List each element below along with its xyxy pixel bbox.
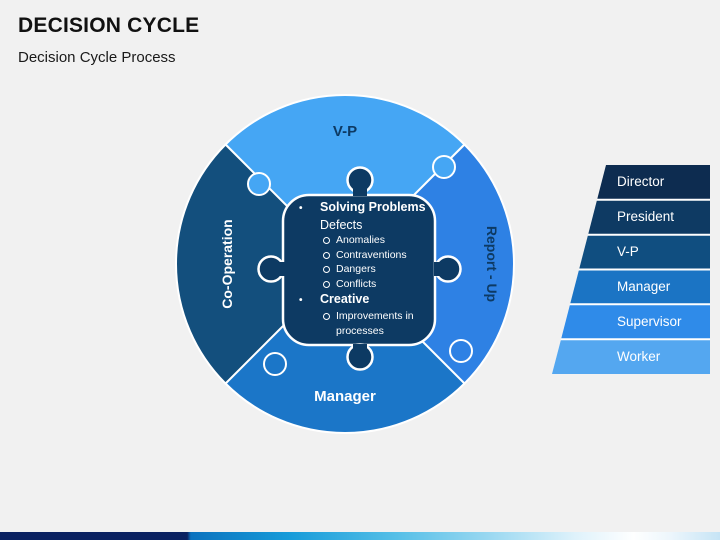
heading-solving-problems: Solving Problems: [320, 200, 426, 214]
circle-marker: [323, 251, 330, 259]
pyramid-level-manager: [570, 270, 710, 304]
pyramid-label-president: President: [617, 209, 675, 224]
puzzle-tab-top-right: [432, 155, 456, 179]
pyramid-label-director: Director: [617, 174, 665, 189]
list-item: Improvements in processes: [323, 309, 428, 338]
list-item: Dangers: [323, 262, 428, 277]
pyramid-level-worker: [552, 340, 710, 374]
pyramid-label-vp: V-P: [617, 244, 639, 259]
quadrant-label-manager: Manager: [314, 388, 376, 405]
pyramid-level-supervisor: [561, 305, 710, 339]
pyramid-label-supervisor: Supervisor: [617, 314, 682, 329]
quadrant-label-vp: V-P: [332, 123, 358, 140]
list-item-label: Dangers: [336, 263, 376, 275]
bullet-marker: •: [299, 203, 303, 214]
quadrant-bottom: [224, 263, 466, 434]
puzzle-center-piece: [257, 166, 462, 371]
heading-creative: Creative: [320, 292, 370, 306]
circle-marker: [323, 313, 330, 320]
quadrant-label-report-up: Report - Up: [484, 225, 500, 303]
list-item: Contraventions: [323, 248, 428, 263]
quadrant-top: [224, 94, 466, 265]
subheading-defects: Defects: [320, 218, 363, 232]
footer-gradient-bar: [0, 532, 720, 540]
list-item-label: Contraventions: [336, 248, 407, 261]
puzzle-tab-top-left: [247, 172, 271, 196]
list-item: Anomalies: [323, 233, 428, 248]
pyramid-level-director: [597, 165, 710, 199]
list-item-label: Improvements in processes: [336, 310, 414, 337]
pyramid-label-manager: Manager: [617, 279, 671, 294]
circle-marker: [323, 237, 330, 244]
circle-marker: [323, 266, 330, 273]
pyramid-label-worker: Worker: [617, 349, 661, 364]
list-item-label: Anomalies: [336, 234, 386, 246]
hierarchy-pyramid: [552, 165, 710, 374]
list-item: Conflicts: [323, 277, 428, 292]
list-item-label: Conflicts: [336, 277, 377, 290]
puzzle-knob-necks: [271, 180, 448, 358]
page-title: DECISION CYCLE: [18, 14, 200, 37]
circle-marker: [323, 280, 330, 288]
list-item-heading: • Solving Problems: [292, 199, 428, 217]
puzzle-tab-bottom-right: [449, 339, 473, 363]
page-subtitle: Decision Cycle Process: [18, 49, 176, 66]
puzzle-center-content: • Solving Problems Defects Anomalies Con…: [292, 199, 428, 338]
pyramid-level-vp: [579, 235, 710, 269]
list-item-heading: • Creative: [292, 291, 428, 309]
quadrant-label-cooperation: Co-Operation: [219, 219, 235, 309]
bullet-marker: •: [299, 295, 303, 306]
puzzle-tab-bottom-left: [263, 352, 287, 376]
pyramid-level-president: [588, 200, 710, 234]
